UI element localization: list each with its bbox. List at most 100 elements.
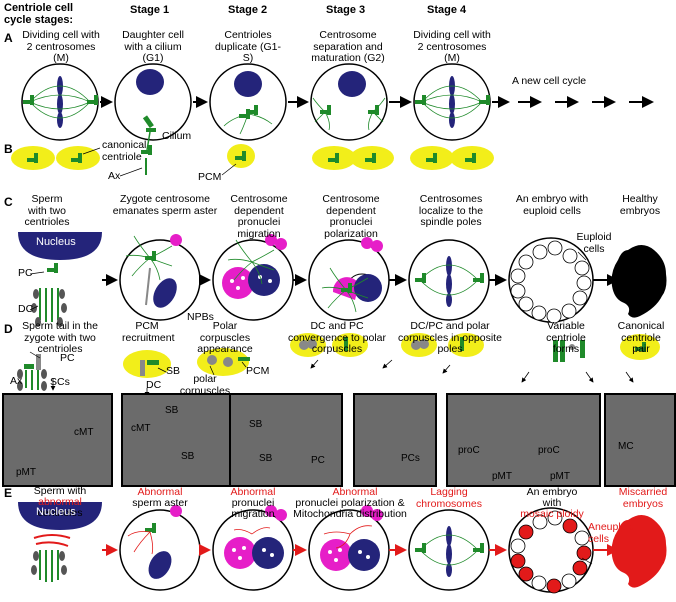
stage-4-heading: Stage 4 (427, 4, 467, 16)
row-e-label-5: Lagging chromosomes (416, 486, 482, 510)
panel-letter-e: E (4, 486, 13, 500)
micro-sb-3b: SB (259, 453, 273, 464)
row-d-schematics (17, 333, 660, 391)
row-c-label-6: An embryo with euploid cells (515, 193, 589, 217)
row-a-cells (21, 63, 491, 151)
row-c-label-2: Zygote centrosome emanates sperm aster (112, 193, 218, 217)
micro-sb-2a: SB (165, 405, 179, 416)
row-b-leaders (82, 147, 237, 177)
row-e-label-1-line2: abnormal (20, 496, 100, 509)
micro-cmt-1: cMT (74, 427, 94, 438)
micrograph-4: PCs (353, 393, 437, 487)
row-c-label-3: Centrosome dependent pronuclei migration (230, 193, 288, 240)
row-a-label-4: Centrosome separation and maturation (G2… (311, 29, 385, 64)
micrograph-3: SB SB PC (229, 393, 343, 487)
micrograph-1: cMT pMT (2, 393, 113, 487)
header-title: Centriole cell cycle stages: (4, 2, 74, 26)
row-e-label-3c: migration (231, 508, 275, 520)
row-d-label-4: DC and PC convergence to polar corpuscle… (287, 320, 387, 355)
ax-label-d: Ax (10, 375, 23, 387)
row-a-cell-1 (21, 63, 99, 141)
dc-label-c: DC (18, 303, 34, 315)
micro-pmt-5a: pMT (492, 471, 512, 482)
row-e-label-2b: sperm aster (132, 497, 188, 509)
micrograph-2: SB cMT SB (121, 393, 233, 487)
row-e-label-4c: Mitochondria distribution (293, 508, 407, 520)
polar-corpuscles-label: polar corpuscles (179, 373, 231, 397)
row-e-label-4a: Abnormal (332, 486, 378, 498)
micro-proc-5a: proC (458, 445, 480, 456)
stage-2-heading: Stage 2 (228, 4, 268, 16)
row-d-label-6: Variable centriole forms (546, 320, 586, 355)
row-a-cell-3 (209, 63, 287, 141)
micro-pmt-5b: pMT (550, 471, 570, 482)
row-e-label-6c: mosaic ploidy (520, 508, 584, 520)
row-e-label-1a: Sperm with (33, 485, 87, 497)
panel-letter-b: B (4, 142, 13, 156)
row-a-label-2: Daughter cell with a cilium (G1) (122, 29, 184, 64)
ax-label: Ax (108, 170, 121, 182)
row-e-label-2a: Abnormal (137, 486, 183, 498)
row-a-cell-2 (114, 63, 192, 151)
stage-1-heading: Stage 1 (130, 4, 170, 16)
row-c-cells (119, 234, 667, 324)
row-a-label-1: Dividing cell with 2 centrosomes (M) (22, 29, 100, 64)
row-d-pointer-arrows (50, 359, 634, 397)
pc-label-d: PC (60, 352, 75, 364)
row-a-label-3: Centrioles duplicate (G1-S) (215, 29, 281, 64)
panel-letter-c: C (4, 195, 13, 209)
row-c-label-5: Centrosomes localize to the spindle pole… (418, 193, 484, 228)
micro-pcs-4: PCs (401, 453, 420, 464)
row-d-label-5: DC/PC and polar corpuscles in opposite p… (398, 320, 502, 355)
row-e-label-4b: pronuclei polarization & (295, 497, 405, 509)
dc-label-d: DC (146, 379, 162, 391)
row-b-pcm-ellipses (11, 144, 494, 175)
micrograph-6: MC (604, 393, 676, 487)
npbs-label: NPBs (187, 311, 214, 323)
row-e-label-6b: with (542, 497, 562, 509)
row-c-label-4: Centrosome dependent pronuclei polarizat… (322, 193, 380, 240)
row-d-label-2: PCM recruitment (122, 320, 175, 344)
micrograph-5: proC pMT proC pMT (446, 393, 601, 487)
row-d-label-1: Sperm tail in the zygote with two centri… (22, 320, 98, 355)
canonical-centriole-label: canonical centriole (102, 139, 147, 163)
micro-pc-3: PC (311, 455, 325, 466)
row-c-label-7: Healthy embryos (619, 193, 661, 217)
micro-proc-5b: proC (538, 445, 560, 456)
row-e-label-6a: An embryo (526, 486, 578, 498)
aneuploid-cells-label: Aneuploid cells (588, 521, 635, 545)
pcm-label-d: PCM (246, 365, 270, 377)
cilium-label: Cilium (162, 130, 192, 142)
row-a-cell-5 (413, 63, 491, 141)
new-cycle-label: A new cell cycle (512, 75, 587, 87)
micro-mc-6: MC (618, 441, 634, 452)
row-d-label-7: Canonical centriole pair (617, 320, 665, 355)
pcm-label: PCM (198, 171, 222, 183)
row-d-label-3: Polar corpuscles appearance (197, 320, 253, 355)
row-d-label-leaders (29, 351, 247, 376)
micro-pmt-1: pMT (16, 467, 36, 478)
panel-letter-d: D (4, 322, 13, 336)
row-e-label-3a: Abnormal (230, 486, 276, 498)
row-e-label-1b: abnormal (38, 496, 82, 508)
row-e-label-3b: pronuclei (231, 497, 275, 509)
row-a-cell-4 (310, 63, 388, 141)
pc-label-c: PC (18, 267, 33, 279)
row-c-sperm (18, 232, 102, 327)
panel-letter-a: A (4, 31, 13, 45)
sb-label-d: SB (166, 365, 181, 377)
micro-cmt-2: cMT (131, 423, 151, 434)
nucleus-label-c: Nucleus (36, 236, 76, 248)
euploid-cells-label: Euploid cells (576, 231, 612, 255)
row-e-label-7: Miscarried embryos (618, 486, 668, 510)
scs-label: SCs (50, 376, 70, 388)
micro-sb-3a: SB (249, 419, 263, 430)
row-c-label-1: Sperm with two centrioles (24, 193, 70, 228)
stage-3-heading: Stage 3 (326, 4, 366, 16)
micro-sb-2b: SB (181, 451, 195, 462)
nucleus-label-e: Nucleus (36, 506, 76, 518)
row-e-sperm (18, 502, 102, 582)
row-a-label-5: Dividing cell with 2 centrosomes (M) (413, 29, 491, 64)
row-e-label-1c: centrioles (37, 507, 83, 519)
